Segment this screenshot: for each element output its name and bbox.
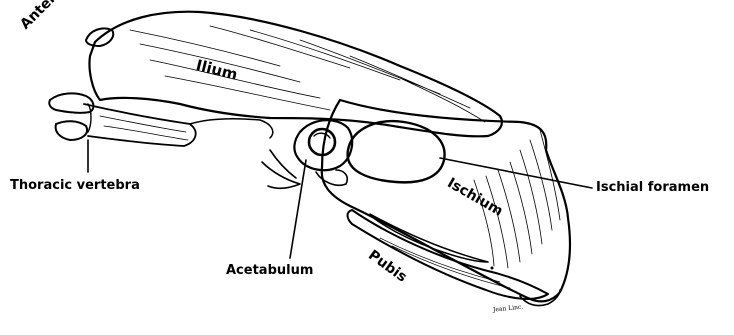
ischial-foramen-label: Ischial foramen [596, 181, 709, 194]
obturator-slit [370, 214, 488, 262]
acetabulum-socket [262, 120, 352, 188]
acetabulum-label: Acetabulum [226, 264, 313, 277]
thoracic-vertebra-label: Thoracic vertebra [10, 179, 140, 192]
ischial-foramen-opening [348, 121, 445, 182]
